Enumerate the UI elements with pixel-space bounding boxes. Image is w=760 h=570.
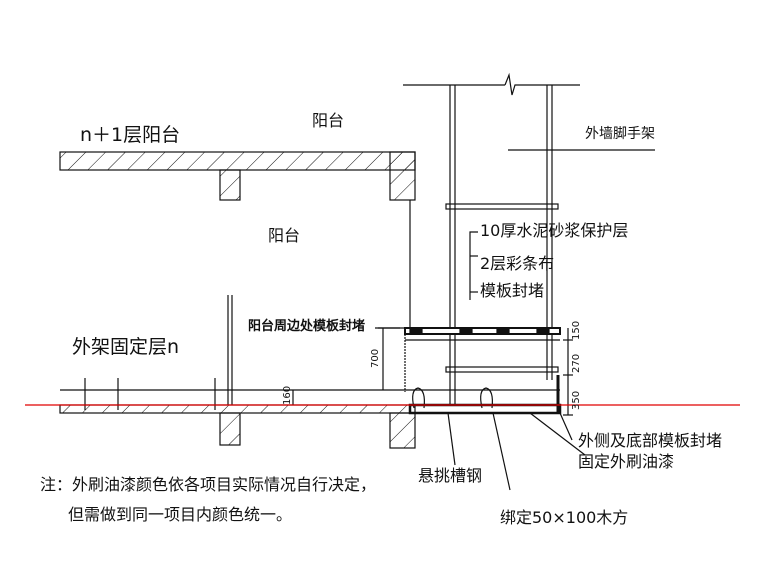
dim-150: 150	[571, 320, 582, 340]
label-edge-seal: 阳台周边处模板封堵	[248, 319, 366, 334]
label-layer-mortar: 10厚水泥砂浆保护层	[480, 221, 629, 240]
outrigger-platform	[404, 327, 562, 415]
label-timber: 绑定50×100木方	[500, 508, 629, 527]
label-layer-formwork: 模板封堵	[480, 281, 545, 300]
dim-700: 700	[370, 348, 381, 368]
scaffold	[403, 72, 655, 405]
label-channel-steel: 悬挑槽钢	[418, 466, 483, 485]
label-upper-floor: n＋1层阳台	[80, 124, 181, 146]
dim-350: 350	[571, 390, 582, 410]
note-line-2: 但需做到同一项目内颜色统一。	[68, 505, 293, 524]
label-outer-scaffold: 外墙脚手架	[585, 126, 655, 142]
label-fixed-paint: 固定外刷油漆	[578, 452, 675, 471]
label-side-bottom-seal: 外侧及底部模板封堵	[578, 431, 723, 450]
label-balcony-mid: 阳台	[268, 226, 301, 245]
dim-160: 160	[282, 385, 293, 405]
dim-270: 270	[571, 353, 582, 373]
label-balcony-top: 阳台	[312, 111, 345, 130]
upper-slab	[59, 151, 416, 201]
label-fixed-floor: 外架固定层n	[72, 336, 180, 358]
note-line-1: 注：外刷油漆颜色依各项目实际情况自行决定，	[40, 475, 377, 494]
label-layer-cloth: 2层彩条布	[480, 254, 555, 273]
